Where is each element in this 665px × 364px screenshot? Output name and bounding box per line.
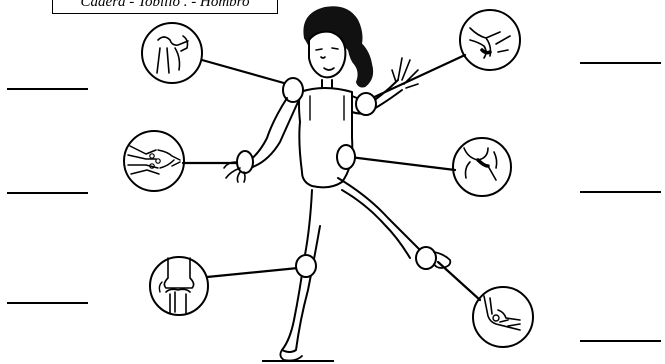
joint-wrist — [237, 151, 253, 173]
girl-figure — [224, 7, 450, 360]
xray-hip — [453, 138, 511, 196]
xray-shoulder — [142, 23, 202, 83]
joint-elbow — [356, 93, 376, 115]
joint-knee — [296, 255, 316, 277]
connector-shoulder — [202, 60, 291, 85]
xray-elbow — [460, 10, 520, 70]
connector-hip — [350, 157, 455, 170]
xray-knee — [150, 257, 208, 315]
joint-ankle — [416, 247, 436, 269]
xray-wrist — [124, 131, 184, 191]
xray-ankle — [473, 287, 533, 347]
connector-knee — [207, 268, 298, 277]
joint-hip — [337, 145, 355, 169]
